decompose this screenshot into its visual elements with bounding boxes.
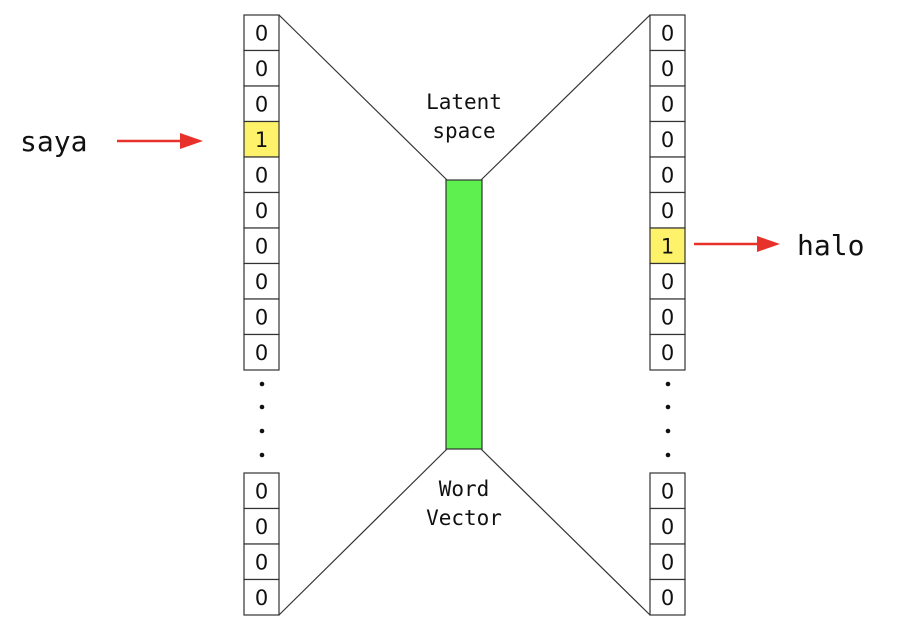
input-bottom-line: [278, 448, 448, 616]
input-arrow: [117, 133, 203, 149]
input-one-hot-vector: 0 0 0 1 0 0 0 0 0 0 0 0 0 0: [243, 14, 280, 616]
output-cell-value: 0: [661, 305, 674, 329]
output-cell-value: 0: [661, 515, 674, 539]
input-cell-value: 0: [255, 586, 268, 610]
output-vector-cell: [649, 85, 686, 123]
input-cell-value: 0: [255, 234, 268, 258]
latent-label-line1: Latent: [426, 90, 502, 114]
vector-label-line2: Vector: [426, 506, 502, 530]
input-ellipsis: [259, 381, 265, 458]
output-vector-cell: [649, 507, 686, 545]
output-arrow: [694, 236, 780, 252]
input-vector-cell: [243, 156, 280, 194]
output-vector-cell: [649, 472, 686, 510]
latent-label-line2: space: [432, 119, 495, 143]
output-vector-cell: [649, 14, 686, 52]
output-vector-cell: [649, 543, 686, 581]
input-vector-cell: [243, 578, 280, 616]
output-cell-value: 0: [661, 21, 674, 45]
output-cell-value: 0: [661, 163, 674, 187]
input-top-line: [278, 14, 448, 181]
input-cell-value: 0: [255, 163, 268, 187]
output-cell-value: 0: [661, 128, 674, 152]
output-cell-value: 0: [661, 586, 674, 610]
output-vector-cell: [649, 120, 686, 158]
input-cell-value: 0: [255, 479, 268, 503]
input-word: saya: [20, 125, 87, 158]
output-vector-cell: [649, 49, 686, 87]
output-cell-value: 0: [661, 199, 674, 223]
output-arrow-head: [757, 236, 780, 252]
input-vector-cell: [243, 227, 280, 265]
input-vector-cell: [243, 85, 280, 123]
output-cell-value: 0: [661, 341, 674, 365]
output-bottom-line: [480, 448, 651, 616]
input-cell-value: 0: [255, 341, 268, 365]
output-vector-cell: [649, 156, 686, 194]
vector-label-line1: Word: [439, 477, 490, 501]
output-cell-value: 1: [661, 234, 674, 258]
input-vector-cell: [243, 333, 280, 371]
input-cell-value: 0: [255, 305, 268, 329]
output-vector-cell: [649, 333, 686, 371]
ellipsis-dot: [259, 428, 265, 434]
ellipsis-dot: [665, 404, 671, 410]
input-cell-value: 0: [255, 21, 268, 45]
input-arrow-head: [180, 133, 203, 149]
output-vector-cell: [649, 191, 686, 229]
output-ellipsis: [665, 381, 671, 458]
output-vector-cell: [649, 578, 686, 616]
input-vector-cell: [243, 262, 280, 300]
input-vector-cell: [243, 472, 280, 510]
ellipsis-dot: [259, 381, 265, 387]
output-cell-value: 0: [661, 550, 674, 574]
connection-lines: [278, 14, 651, 616]
ellipsis-dot: [665, 428, 671, 434]
input-vector-cell: [243, 507, 280, 545]
ellipsis-dot: [259, 452, 265, 458]
output-top-line: [480, 14, 651, 181]
input-vector-cell: [243, 14, 280, 52]
input-cell-value: 0: [255, 270, 268, 294]
input-cell-value: 1: [255, 128, 268, 152]
output-hot-cell: [649, 227, 686, 265]
input-vector-cell: [243, 298, 280, 336]
input-vector-cell: [243, 191, 280, 229]
ellipsis-dot: [665, 381, 671, 387]
input-cell-value: 0: [255, 550, 268, 574]
output-word: halo: [797, 229, 864, 262]
input-cell-value: 0: [255, 92, 268, 116]
latent-bottleneck: [445, 179, 483, 450]
output-cell-value: 0: [661, 92, 674, 116]
input-cell-value: 0: [255, 515, 268, 539]
ellipsis-dot: [665, 452, 671, 458]
input-cell-value: 0: [255, 199, 268, 223]
output-cell-value: 0: [661, 270, 674, 294]
output-cell-value: 0: [661, 57, 674, 81]
output-cell-value: 0: [661, 479, 674, 503]
input-cell-value: 0: [255, 57, 268, 81]
output-vector-cell: [649, 262, 686, 300]
output-one-hot-vector: 0 0 0 0 0 0 1 0 0 0 0 0 0 0: [649, 14, 686, 616]
ellipsis-dot: [259, 404, 265, 410]
